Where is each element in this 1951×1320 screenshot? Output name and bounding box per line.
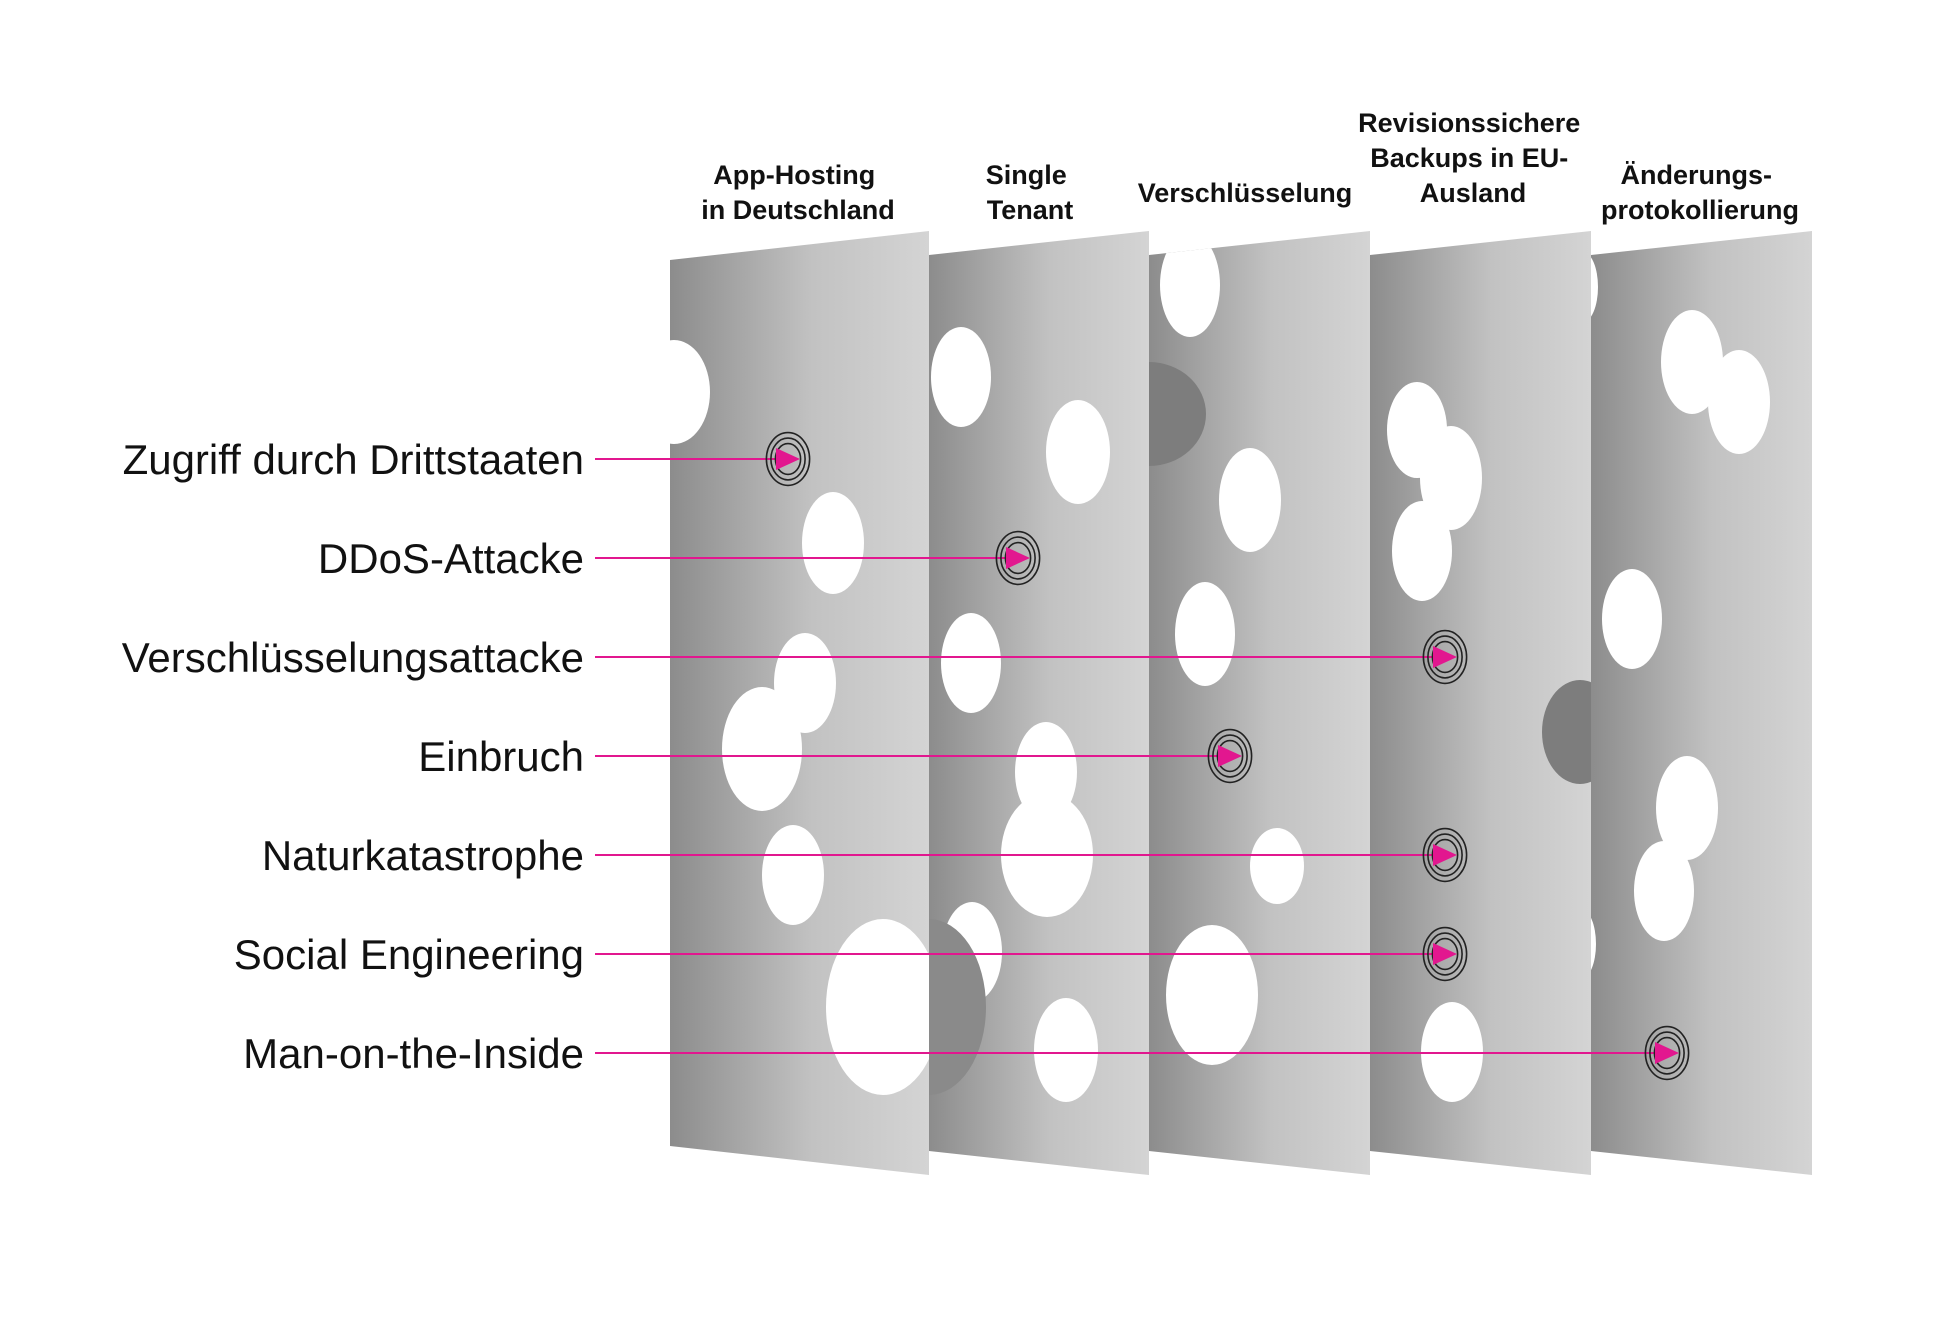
cheese-hole-shadow: [1542, 680, 1591, 784]
cheese-hole: [1392, 501, 1452, 601]
slice-layer-verschluesselung: [1149, 231, 1370, 1175]
arrow-icon: [1218, 745, 1242, 767]
slice-layer-single-tenant: [929, 231, 1149, 1175]
target-icon: [774, 442, 802, 476]
target-icon: [1431, 838, 1459, 872]
cheese-hole: [1634, 841, 1694, 941]
layer-titles: App-Hosting in Deutschland Single Tenant…: [701, 108, 1799, 225]
cheese-hole: [1250, 828, 1304, 904]
cheese-hole: [1420, 426, 1482, 530]
slice-aenderungsprotokoll: [1591, 231, 1812, 1175]
layer-title-single-tenant: Single Tenant: [986, 160, 1075, 225]
cheese-hole: [1661, 310, 1723, 414]
cheese-hole: [1046, 400, 1110, 504]
layer-title-aenderungsprotokoll: Änderungs- protokollierung: [1601, 160, 1799, 225]
cheese-hole: [802, 492, 864, 594]
target-icon: [1649, 1031, 1685, 1075]
target-icon: [995, 530, 1041, 586]
slice-layer-app-hosting: [670, 231, 929, 1175]
cheese-hole: [1166, 925, 1258, 1065]
threat-label-naturkatastrophe: Naturkatastrophe: [262, 832, 584, 879]
target-icon: [1422, 926, 1468, 982]
target-icon: [1000, 536, 1036, 580]
arrow-icon: [1433, 646, 1457, 668]
target-icon: [765, 431, 811, 487]
layer-title-app-hosting: App-Hosting in Deutschland: [701, 160, 895, 225]
target-icon: [1004, 541, 1032, 575]
cheese-hole: [1034, 998, 1098, 1102]
slice-layer-aenderungsprotokoll: [1591, 231, 1812, 1175]
target-icon: [1644, 1025, 1690, 1081]
cheese-hole: [1175, 582, 1235, 686]
cheese-hole-shadow: [1149, 362, 1206, 466]
arrow-icon: [1006, 547, 1030, 569]
cheese-hole: [762, 825, 824, 925]
slice-layer-backups: [1370, 231, 1591, 1175]
target-icon: [1427, 635, 1463, 679]
cheese-hole: [1160, 233, 1220, 337]
cheese-hole: [931, 327, 991, 427]
cheese-hole: [1656, 756, 1718, 860]
target-icon: [1653, 1036, 1681, 1070]
threat-label-man-on-the-inside: Man-on-the-Inside: [243, 1030, 584, 1077]
threat-label-zugriff: Zugriff durch Drittstaaten: [123, 436, 584, 483]
target-icon: [1431, 937, 1459, 971]
threat-labels: Zugriff durch Drittstaaten DDoS-Attacke …: [122, 436, 584, 1077]
arrow-icon: [1433, 943, 1457, 965]
cheese-hole: [670, 340, 710, 444]
layer-title-backups: Revisionssichere Backups in EU- Ausland: [1358, 108, 1588, 208]
threat-label-ddos: DDoS-Attacke: [318, 535, 584, 582]
target-icon: [1212, 734, 1248, 778]
arrow-icon: [1433, 844, 1457, 866]
target-icon: [1427, 833, 1463, 877]
target-icon: [770, 437, 806, 481]
cheese-hole: [1219, 448, 1281, 552]
target-icon: [1422, 629, 1468, 685]
target-icon: [1207, 728, 1253, 784]
threat-label-einbruch: Einbruch: [418, 733, 584, 780]
layer-title-verschluesselung: Verschlüsselung: [1138, 178, 1353, 208]
target-icon: [1427, 932, 1463, 976]
target-icon: [1422, 827, 1468, 883]
cheese-hole: [941, 613, 1001, 713]
cheese-hole: [1602, 569, 1662, 669]
cheese-hole: [722, 687, 802, 811]
cheese-hole-shadow: [929, 919, 986, 1095]
arrow-icon: [776, 448, 800, 470]
threat-paths: [595, 431, 1690, 1081]
cheese-hole: [1708, 350, 1770, 454]
threat-label-social-engineering: Social Engineering: [234, 931, 584, 978]
threat-label-verschluesselungsattacke: Verschlüsselungsattacke: [122, 634, 584, 681]
target-icon: [1216, 739, 1244, 773]
target-icon: [1431, 640, 1459, 674]
arrow-icon: [1655, 1042, 1679, 1064]
cheese-hole: [826, 919, 929, 1095]
